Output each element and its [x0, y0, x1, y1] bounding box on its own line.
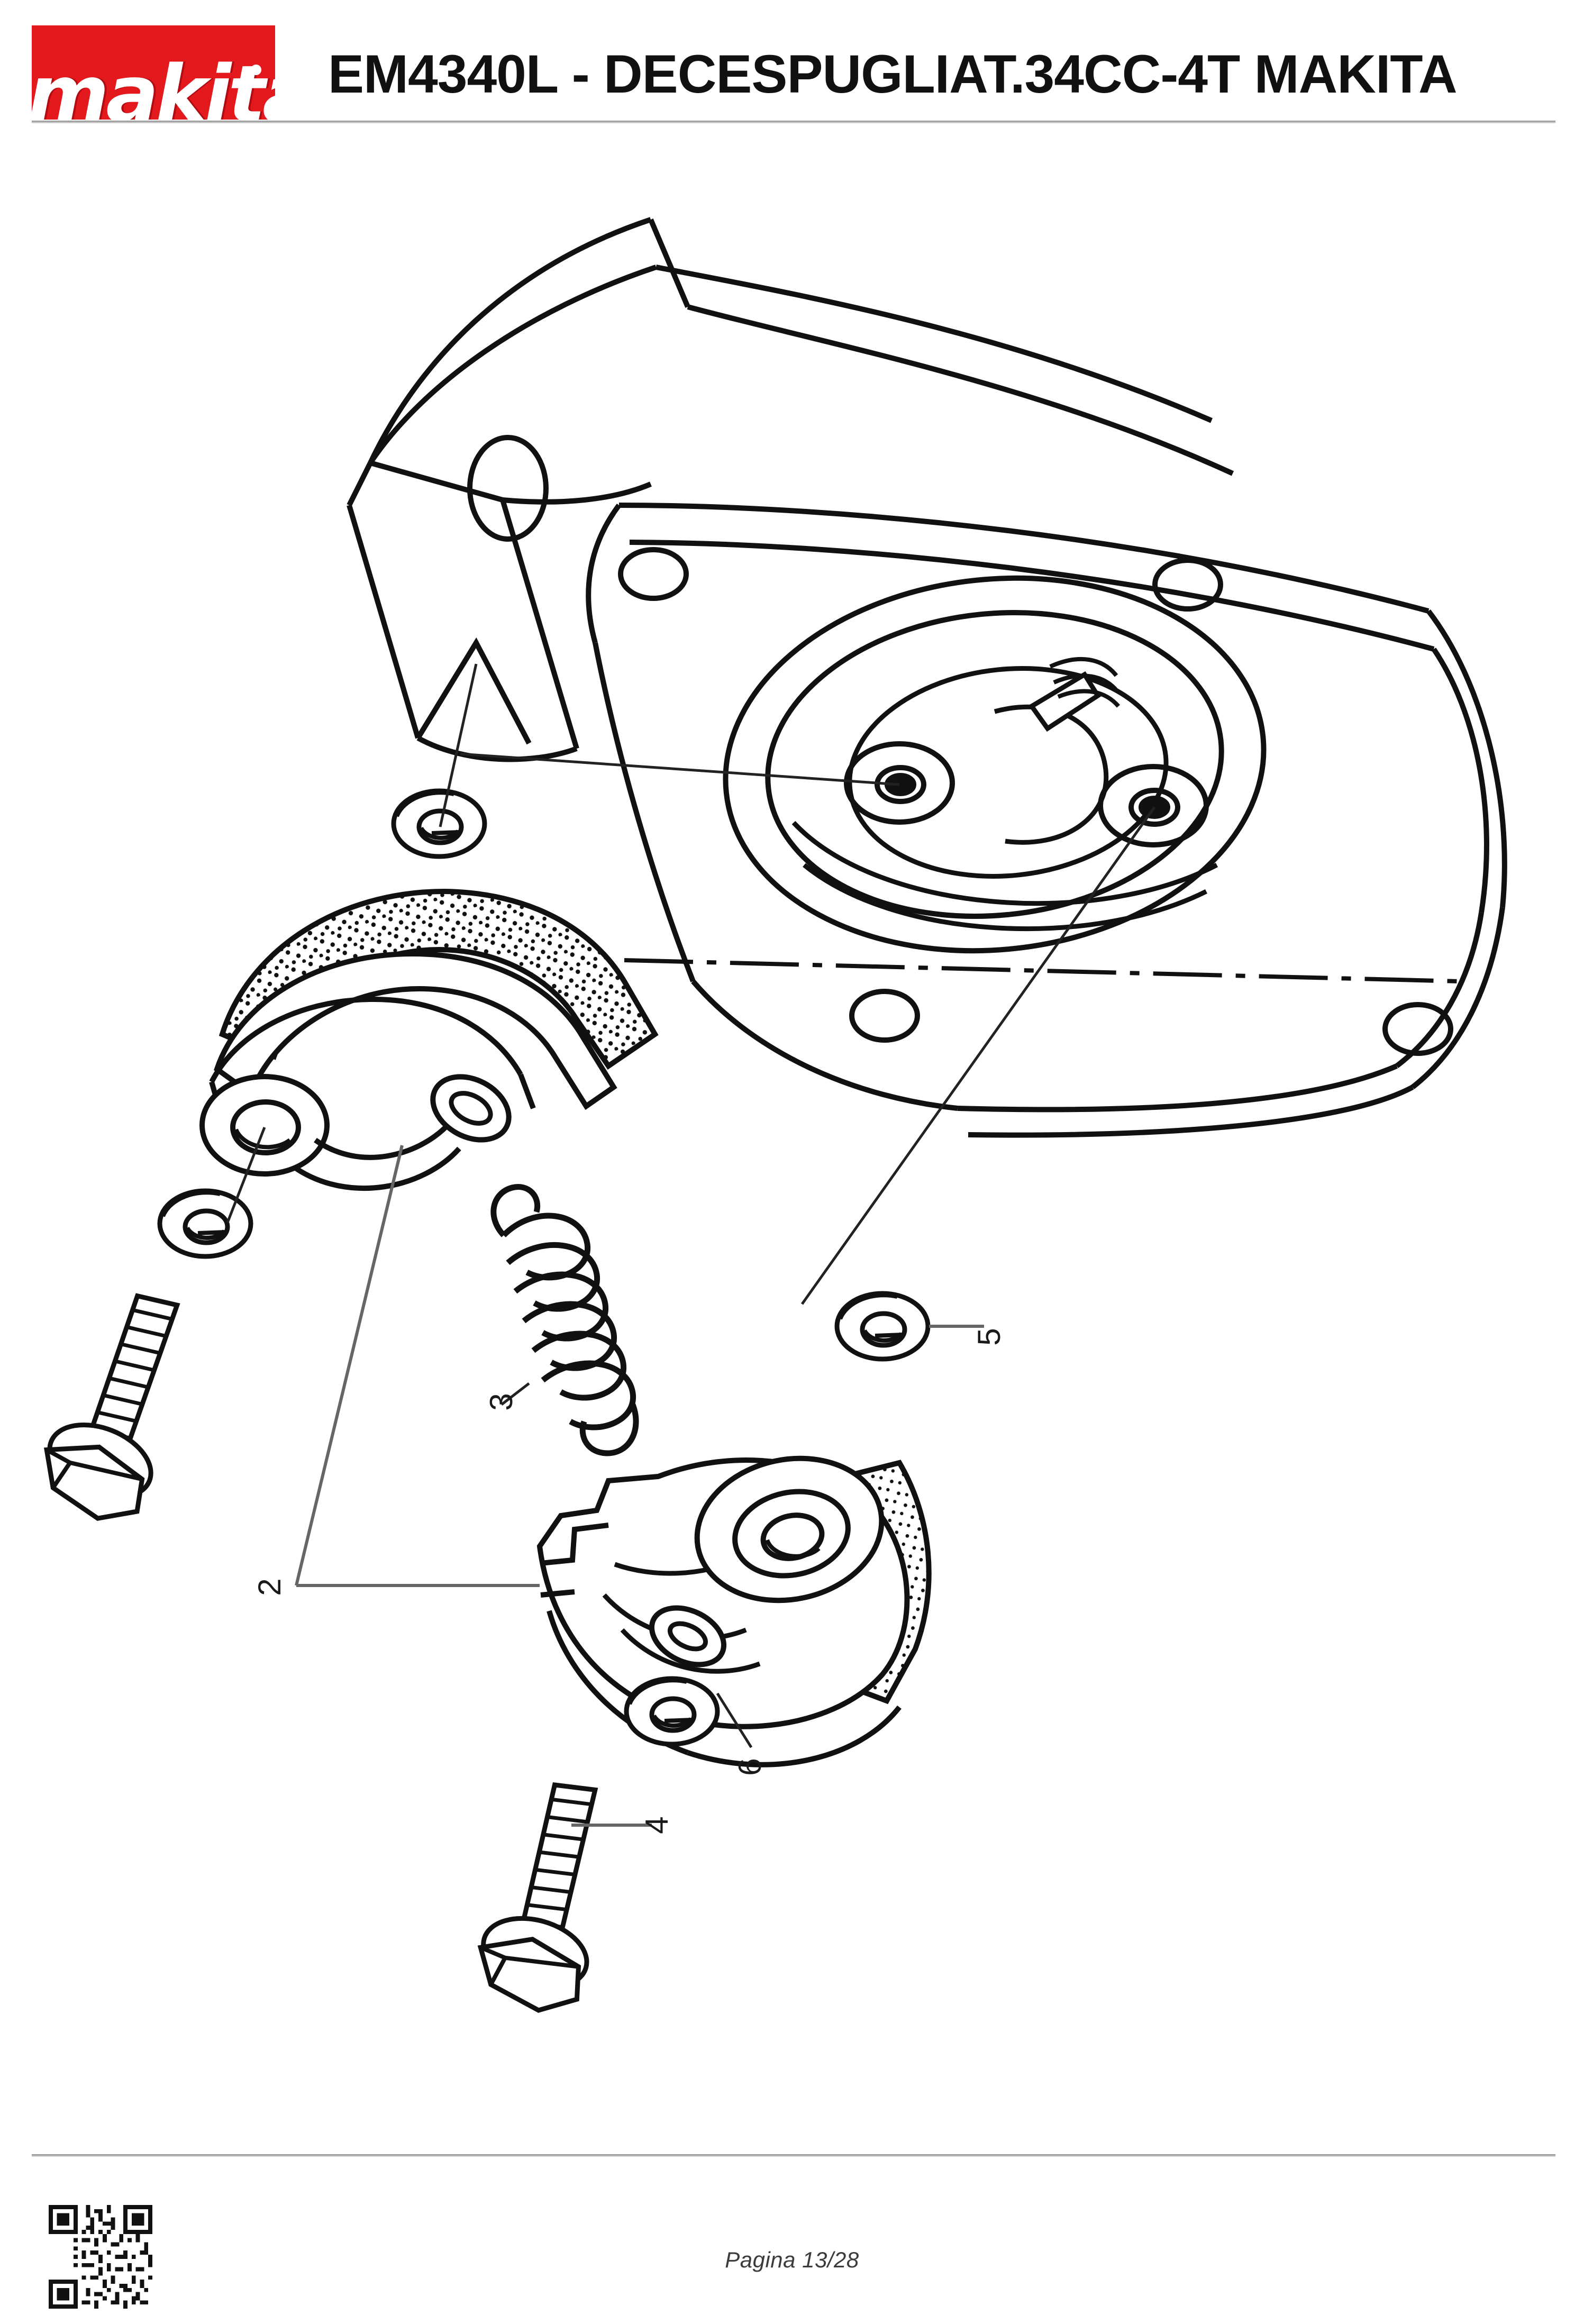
makita-logo: makita — [32, 25, 275, 120]
part-clutch-housing — [347, 217, 1507, 1138]
page-indicator: Pagina 13/28 — [725, 2247, 859, 2272]
page-header: makita EM4340L - DECESPUGLIAT.34CC-4T MA… — [0, 0, 1584, 135]
qr-code-icon — [49, 2205, 152, 2309]
page-footer: Pagina 13/28 — [0, 2116, 1584, 2324]
callout-2-text: 2 — [252, 1578, 287, 1596]
callout-label-3: 3 — [484, 1393, 519, 1410]
callout-5-text: 5 — [971, 1328, 1007, 1345]
callout-6-text: 6 — [732, 1758, 768, 1775]
part-coil-spring — [490, 1184, 639, 1456]
parts-diagram: 2 3 4 5 6 — [0, 135, 1584, 2116]
exploded-diagram-canvas: 2 3 4 5 6 — [0, 217, 1507, 2116]
part-washer-right — [837, 1293, 928, 1359]
page-title: EM4340L - DECESPUGLIAT.34CC-4T MAKITA — [328, 44, 1458, 104]
part-hex-bolt-lower — [468, 1772, 634, 2020]
callout-4-text: 4 — [639, 1816, 675, 1834]
makita-logo-dot-icon — [251, 65, 261, 75]
drum-boss-right — [1098, 764, 1209, 847]
makita-logo-wordmark: makita — [32, 49, 275, 120]
part-washer-top — [394, 791, 485, 856]
footer-divider — [32, 2154, 1555, 2157]
callout-label-5: 5 — [971, 1328, 1007, 1345]
part-upper-clutch-shoe — [199, 888, 659, 1191]
callout-label-6: 6 — [732, 1758, 768, 1775]
callout-3-text: 3 — [484, 1393, 519, 1410]
callout-label-4: 4 — [639, 1816, 675, 1834]
header-divider — [32, 121, 1555, 123]
callout-label-2: 2 — [252, 1578, 287, 1596]
part-washer-bottom — [626, 1679, 717, 1744]
leader-lines — [226, 663, 1156, 1827]
part-clutch-drum — [723, 575, 1267, 954]
part-hex-bolt-upper — [30, 1280, 214, 1531]
part-lower-clutch-shoe — [536, 1455, 932, 1767]
